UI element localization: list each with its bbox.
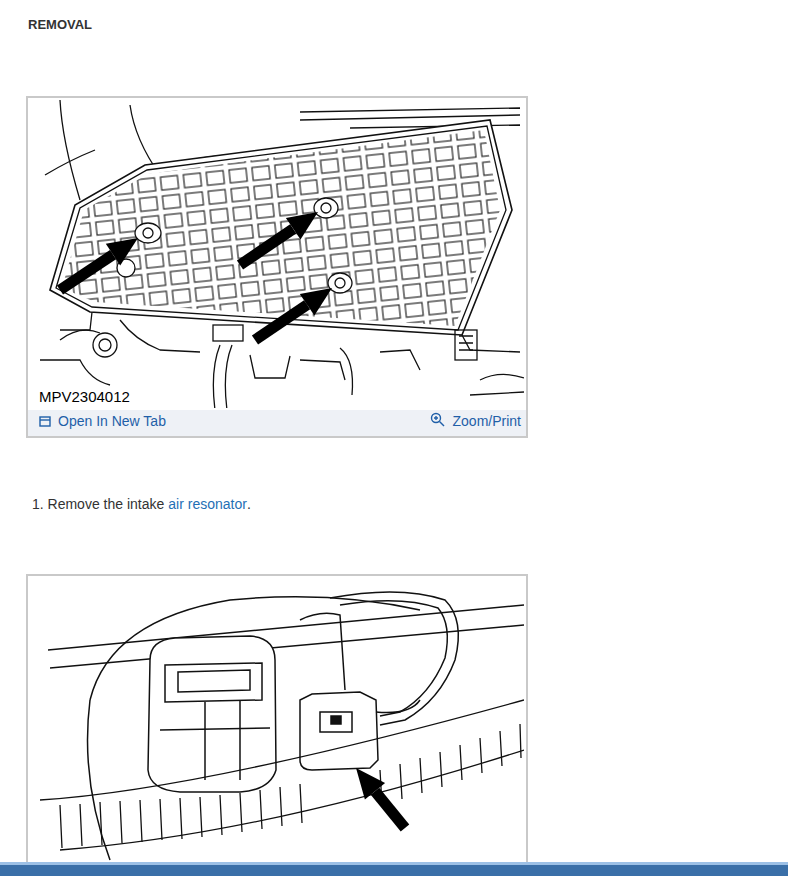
pointer-arrow <box>356 768 405 828</box>
figure-panel: MPV2304012Open In New Tab Zoom/Print <box>27 97 527 437</box>
step-text: 1. Remove the intake <box>32 496 164 512</box>
pointer-arrows <box>60 212 332 340</box>
section-heading: REMOVAL <box>28 17 92 32</box>
step-link: air resonator <box>168 496 247 512</box>
sensor-illustration <box>40 592 524 860</box>
zoom-print-link: Zoom/Print <box>453 413 521 429</box>
window-edge-highlight <box>0 862 788 865</box>
open-tab-link: Open In New Tab <box>58 413 166 429</box>
figure-frame <box>27 575 527 876</box>
window-edge-bar <box>0 862 788 876</box>
step-text: . <box>247 496 251 512</box>
step-line: 1. Remove the intakeair resonator. <box>32 496 251 512</box>
figure-id: MPV2304012 <box>39 388 130 405</box>
figure-toolbar <box>28 410 526 436</box>
resonator-illustration <box>40 100 524 408</box>
